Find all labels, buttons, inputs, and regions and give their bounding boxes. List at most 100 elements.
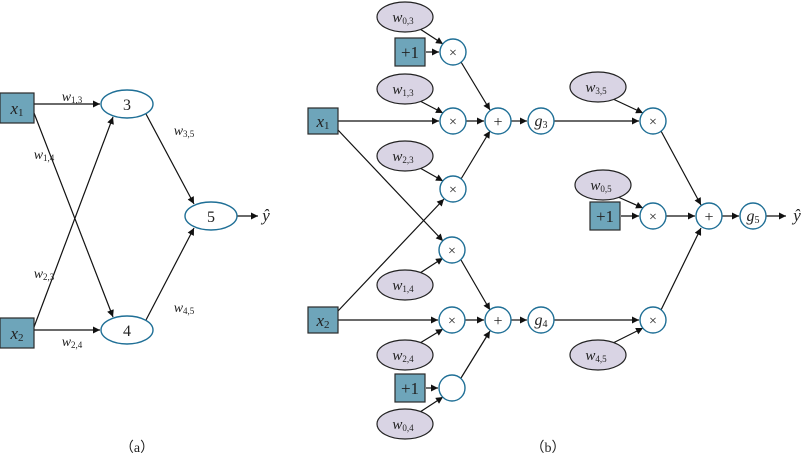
edge-w35-mul <box>612 98 644 114</box>
weight-w45-label-sub: 4,5 <box>595 354 607 364</box>
weight-w13-label-base: w <box>392 82 402 98</box>
mul-w45-symbol: × <box>649 314 657 329</box>
input-x1-label-sub: 1 <box>324 120 330 132</box>
node-3-label: 3 <box>123 97 131 114</box>
input-x1-box <box>0 92 35 124</box>
sum-3-symbol: + <box>493 114 502 131</box>
weight-w35-label: w3,5 <box>174 124 195 139</box>
weight-w24-label-sub: 2,4 <box>402 354 414 364</box>
node-5-label: 5 <box>207 209 215 226</box>
edge-w14-mul <box>419 257 444 274</box>
bias-3-box <box>394 37 426 67</box>
edge-x2-3 <box>33 116 114 328</box>
mul-w13-symbol: × <box>449 115 457 130</box>
mul-w23-node <box>439 175 467 203</box>
weight-w13-label-sub: 1,3 <box>402 88 414 98</box>
weight-w35-label-base: w <box>174 124 184 139</box>
weight-w04-label-sub: 0,4 <box>402 423 414 433</box>
input-x2-label: x2 <box>315 311 329 331</box>
input-x1-label-sub: 1 <box>18 107 24 119</box>
weight-w13 <box>376 73 434 105</box>
mul-w13-node <box>439 107 467 135</box>
edge-w13-mul <box>419 100 444 114</box>
sum-5-symbol: + <box>704 209 713 226</box>
activation-g4-label: g4 <box>535 312 548 330</box>
input-x2-box <box>0 317 35 349</box>
weight-w45-label-base: w <box>585 348 595 364</box>
weight-w24-label-base: w <box>392 348 402 364</box>
weight-w35-label: w3,5 <box>585 80 607 96</box>
weight-w14-label-base: w <box>392 278 402 294</box>
weight-w03-label-sub: 0,3 <box>402 16 414 26</box>
activation-g5-node <box>739 202 767 230</box>
edge-node-sum4 <box>460 330 491 379</box>
input-x1-label: x1 <box>315 112 329 132</box>
weight-w35-label-sub: 3,5 <box>595 86 607 96</box>
mul-w05-symbol: × <box>649 210 657 225</box>
input-x2-label-sub: 2 <box>324 319 330 331</box>
activation-g5-label-base: g <box>747 208 755 225</box>
input-x1-label-base: x <box>9 99 18 118</box>
edge-mul-sum4 <box>460 259 491 311</box>
bias-3-label: +1 <box>401 43 419 62</box>
weight-w04-label-base: w <box>392 417 402 433</box>
weight-w13-label: w1,3 <box>392 82 414 98</box>
mul-w05-node <box>639 202 667 230</box>
activation-g3-label-base: g <box>535 113 543 130</box>
mul-w24-node <box>438 306 466 334</box>
input-x2-box <box>307 306 339 334</box>
weight-w13-label: w1,3 <box>62 90 83 105</box>
bias-5-box <box>589 201 621 231</box>
weight-w14-label-sub: 1,4 <box>43 153 55 163</box>
weight-w14 <box>376 269 434 301</box>
input-x2-label-sub: 2 <box>18 332 24 344</box>
weight-w05-label-base: w <box>590 178 600 194</box>
edge-w03-mul <box>419 28 444 45</box>
weight-w03 <box>376 1 434 33</box>
bias-4-box <box>394 373 426 403</box>
edge-mul-sum5 <box>660 227 702 311</box>
weight-w24 <box>376 339 434 371</box>
activation-g4-label-sub: 4 <box>543 319 548 330</box>
output-y-hat: ŷ <box>791 206 801 225</box>
weight-w14-label: w1,4 <box>34 148 55 163</box>
weight-w05 <box>574 169 632 201</box>
mul-w14-symbol: × <box>448 244 456 259</box>
weight-w45-label: w4,5 <box>174 301 195 316</box>
mul-w35-symbol: × <box>649 115 657 130</box>
weight-w23-label-sub: 2,3 <box>43 272 55 282</box>
mul-w03-node <box>439 38 467 66</box>
mul-w04-node <box>438 374 466 402</box>
edge-w24-mul <box>419 328 444 344</box>
sum-4-symbol: + <box>493 313 502 330</box>
weight-w35 <box>569 71 627 103</box>
mul-w45-node <box>639 306 667 334</box>
weight-w23-label-sub: 2,3 <box>402 155 414 165</box>
node-5 <box>184 201 238 231</box>
weight-w14-label-sub: 1,4 <box>402 284 414 294</box>
weight-w13-label-base: w <box>62 90 72 105</box>
input-x1-label-base: x <box>315 112 324 131</box>
caption-b: （b） <box>531 440 566 456</box>
bias-5-label: +1 <box>596 207 614 226</box>
weight-w13-label-sub: 1,3 <box>71 95 83 105</box>
node-3 <box>100 89 154 119</box>
input-x1-box <box>307 107 339 135</box>
input-x1-label: x1 <box>9 99 23 119</box>
mul-w03-symbol: × <box>449 46 457 61</box>
activation-g3-label-sub: 3 <box>543 120 548 131</box>
activation-g3-node <box>527 107 555 135</box>
node-4 <box>100 315 154 345</box>
weight-w45-label: w4,5 <box>585 348 607 364</box>
weight-w04 <box>376 408 434 440</box>
weight-w24-label: w2,4 <box>392 348 414 364</box>
mul-w35-node <box>639 107 667 135</box>
caption-a: （a） <box>120 440 154 456</box>
weight-w24-label-sub: 2,4 <box>71 340 83 350</box>
activation-g4-node <box>527 306 555 334</box>
weight-w35-label-base: w <box>585 80 595 96</box>
weight-w05-label: w0,5 <box>590 178 612 194</box>
